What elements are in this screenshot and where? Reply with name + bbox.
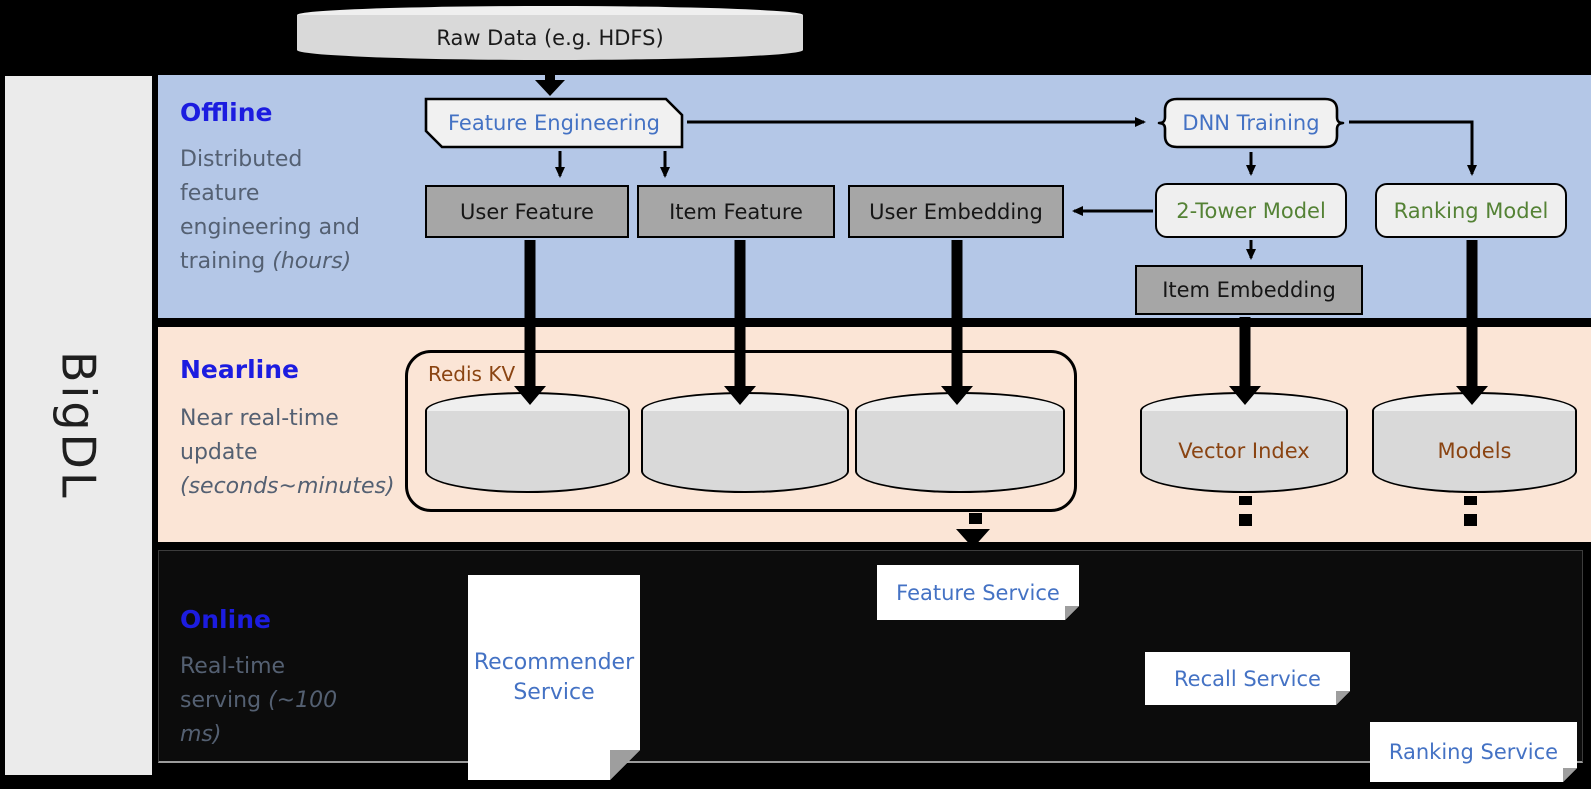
feature-engineering-node: Feature Engineering xyxy=(423,96,685,150)
offline-title: Offline xyxy=(180,98,273,127)
online-description: Real-time serving (~100 ms) xyxy=(180,654,338,747)
online-band xyxy=(158,550,1583,763)
dnn-training-shape xyxy=(1157,97,1345,149)
raw-data-label: Raw Data (e.g. HDFS) xyxy=(436,26,664,50)
cylinder-body xyxy=(641,411,849,493)
user-embedding-node: User Embedding xyxy=(848,185,1064,238)
cylinder-body xyxy=(855,411,1065,493)
ranking-model-node: Ranking Model xyxy=(1375,183,1567,238)
online-title: Online xyxy=(180,605,271,634)
two-tower-model-node: 2-Tower Model xyxy=(1155,183,1347,238)
feature-service-node: Feature Service xyxy=(877,565,1079,620)
feature-engineering-shape xyxy=(424,97,684,149)
user-feature-node: User Feature xyxy=(425,185,629,238)
kv-shard-cylinder-2 xyxy=(641,392,849,493)
vector-index-label: Vector Index xyxy=(1178,438,1310,463)
nearline-description: Near real-time update (seconds~minutes) xyxy=(180,406,395,499)
bigdl-sidebar: BigDL xyxy=(5,76,152,775)
recall-service-node: Recall Service xyxy=(1145,652,1350,705)
recommender-doc-fold xyxy=(610,750,640,780)
offline-description: Distributed feature engineering and trai… xyxy=(180,147,361,274)
item-embedding-node: Item Embedding xyxy=(1135,265,1363,315)
raw-data-store: Raw Data (e.g. HDFS) xyxy=(295,4,805,62)
dnn-training-label: DNN Training xyxy=(1182,111,1320,135)
redis-kv-label: Redis KV xyxy=(428,362,516,386)
bigdl-label: BigDL xyxy=(51,350,106,501)
cylinder-body xyxy=(425,411,630,493)
item-feature-node: Item Feature xyxy=(637,185,835,238)
kv-shard-cylinder-3 xyxy=(855,392,1065,493)
nearline-title: Nearline xyxy=(180,355,299,384)
cylinder-body xyxy=(1140,411,1348,493)
dnn-training-node: DNN Training xyxy=(1155,96,1347,150)
models-label: Models xyxy=(1437,438,1512,463)
models-cylinder: Models xyxy=(1372,392,1577,493)
ranking-service-node: Ranking Service xyxy=(1370,722,1577,782)
feature-engineering-label: Feature Engineering xyxy=(447,111,661,135)
cylinder-body xyxy=(1372,411,1577,493)
recommender-service-doc: Recommender Service xyxy=(468,575,640,780)
ranking-service-fold xyxy=(1563,768,1577,782)
kv-shard-cylinder-1 xyxy=(425,392,630,493)
vector-index-cylinder: Vector Index xyxy=(1140,392,1348,493)
